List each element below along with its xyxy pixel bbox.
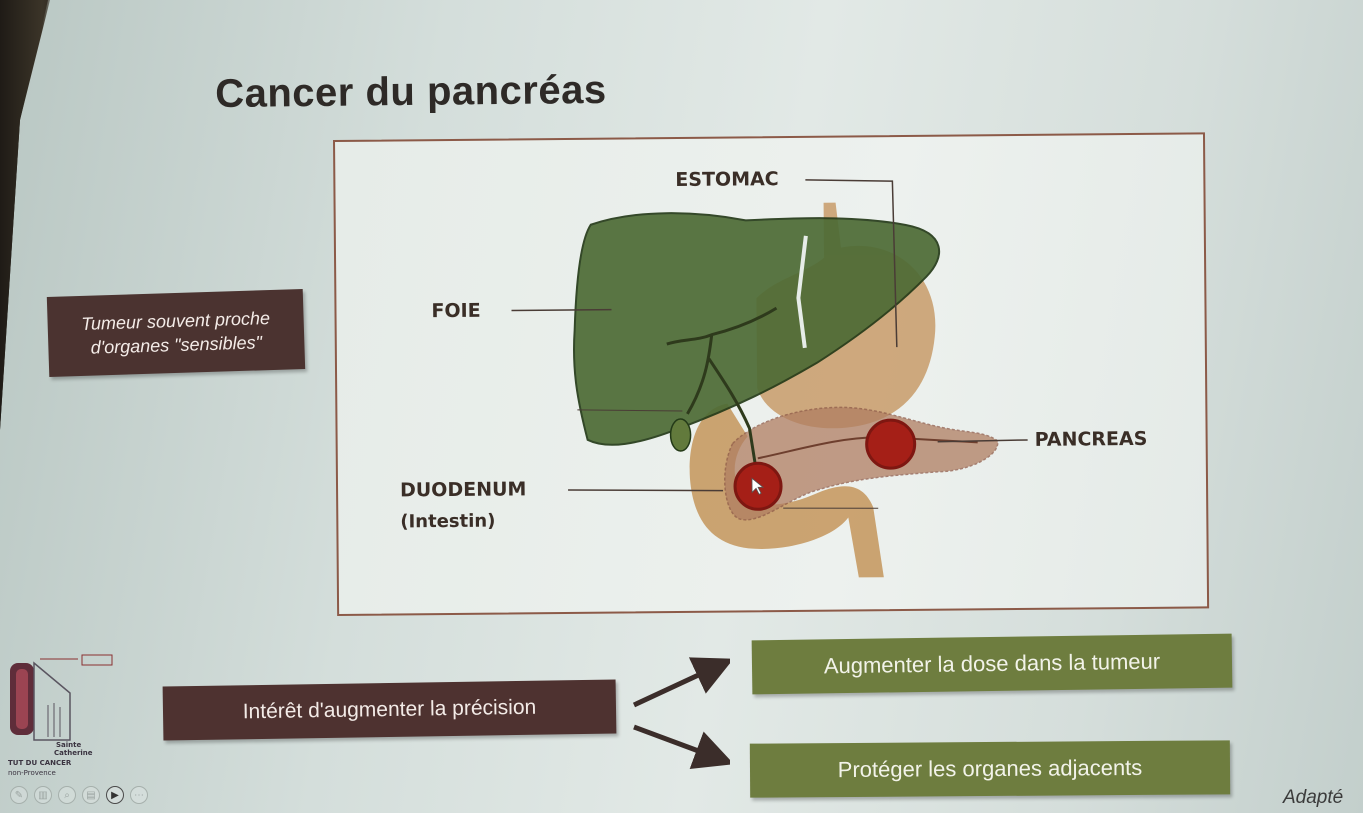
arrow-up — [632, 657, 730, 708]
liver-shape — [572, 212, 941, 446]
logo-mark — [10, 654, 113, 741]
anatomy-figure: ESTOMAC FOIE PANCREAS DUODENUM (Intestin… — [333, 132, 1210, 616]
arrow-down — [633, 724, 730, 770]
leader-pancreas — [937, 439, 1028, 443]
slides-icon[interactable]: ▤ — [82, 786, 100, 804]
precision-box: Intérêt d'augmenter la précision — [162, 679, 617, 741]
label-pancreas: PANCREAS — [1034, 427, 1148, 451]
mouse-cursor — [751, 477, 765, 495]
label-foie: FOIE — [431, 299, 481, 323]
arrows — [632, 657, 730, 770]
logo-line-2: Catherine — [54, 749, 93, 757]
pancreas-shape — [724, 406, 999, 521]
highlighter-icon[interactable]: ▥ — [34, 786, 52, 804]
label-estomac: ESTOMAC — [675, 168, 779, 192]
camera-icon[interactable]: ▶ — [106, 786, 124, 804]
outcome-dose: Augmenter la dose dans la tumeur — [751, 633, 1233, 695]
anatomy-illustration — [511, 179, 1028, 578]
logo-line-3: TUT DU CANCER — [8, 759, 72, 767]
tumor-note-box: Tumeur souvent proche d'organes "sensibl… — [46, 288, 306, 378]
gallbladder-shape — [669, 418, 692, 452]
label-duodenum: DUODENUM — [399, 478, 527, 502]
logo-line-4: non-Provence — [8, 769, 56, 777]
leader-liver — [511, 308, 612, 312]
footer-adapte: Adapté — [1283, 787, 1344, 808]
more-icon[interactable]: ⋯ — [130, 786, 148, 804]
label-intestin: (Intestin) — [400, 510, 496, 533]
institute-logo: Sainte Catherine TUT DU CANCER non-Prove… — [8, 645, 158, 780]
outcome-protect: Protéger les organes adjacents — [749, 740, 1231, 798]
pen-icon[interactable]: ✎ — [10, 786, 28, 804]
leader-duodenum — [568, 489, 724, 492]
presenter-toolbar: ✎ ▥ ⌕ ▤ ▶ ⋯ — [10, 786, 148, 804]
tumor-body — [865, 418, 917, 470]
zoom-icon[interactable]: ⌕ — [58, 786, 76, 804]
slide-title: Cancer du pancréas — [215, 67, 607, 116]
bile-duct — [666, 306, 778, 469]
leader-stomach — [805, 179, 898, 348]
logo-line-1: Sainte — [56, 741, 82, 749]
